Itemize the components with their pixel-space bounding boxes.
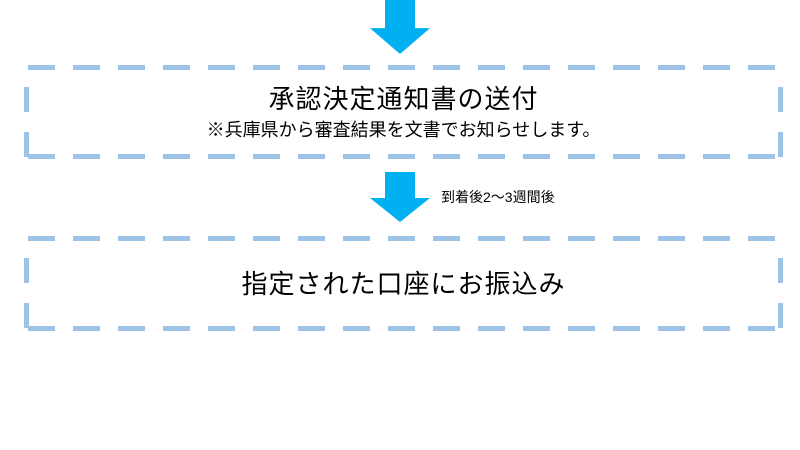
step-title: 承認決定通知書の送付 xyxy=(268,84,539,114)
connector-duration-label: 到着後2～3週間後 xyxy=(441,189,555,205)
down-arrow-icon xyxy=(370,172,430,222)
down-arrow-icon xyxy=(370,0,430,54)
step-title: 指定された口座にお振込み xyxy=(241,268,566,299)
step-box-approval-notice: 承認決定通知書の送付 ※兵庫県から審査結果を文書でお知らせします。 xyxy=(24,65,783,159)
step-box-bank-transfer: 指定された口座にお振込み xyxy=(24,236,783,331)
step-note: ※兵庫県から審査結果を文書でお知らせします。 xyxy=(206,120,601,140)
